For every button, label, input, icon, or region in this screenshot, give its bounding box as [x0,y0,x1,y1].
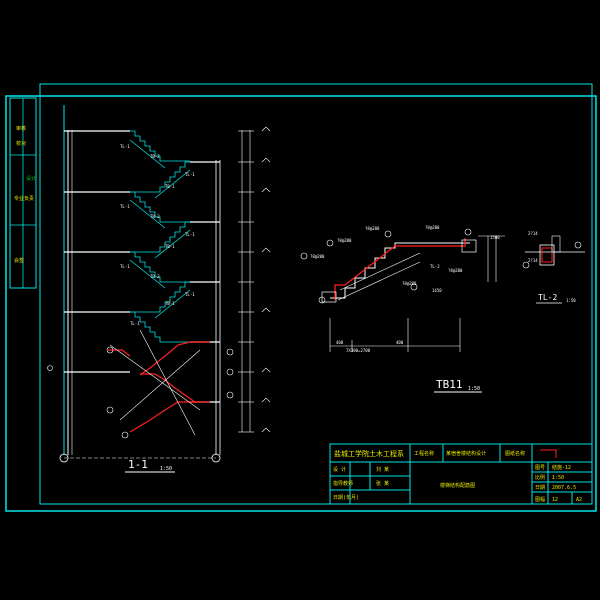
title-block-text: 盐城工学院土木工程系 工程名称 某宿舍楼结构设计 图纸名称 设 计 刘 某 指导… [333,449,582,503]
tb-row-design: 设 计 [333,466,346,473]
left-binding-strip: 审核 校对 设计 专业负责 会签 [9,97,37,289]
dim-1450: 1450 [432,288,442,293]
tb-row-check-name: 张 某 [376,480,389,487]
svg-text:TL-2: TL-2 [430,264,440,269]
strip-label-4: 专业负责 [14,195,34,202]
section-scale: 1:50 [160,466,172,472]
tb-sheet-no-label: 图号 [535,465,545,471]
tb-page-label: 图幅 [535,496,545,503]
tb-page-value: A2 [576,497,582,503]
strip-label-5: 会签 [14,257,24,264]
svg-text:TB-2: TB-2 [150,274,160,279]
svg-text:?8@200: ?8@200 [310,254,325,259]
svg-text:TL-1: TL-1 [185,172,195,177]
tb-row-design-name: 刘 某 [376,466,389,473]
dim-bottom: 7X300=2700 [346,348,371,353]
svg-text:TB-1: TB-1 [165,301,175,306]
beam-detail-tl2: 2?14 2?14 TL-2 1:50 [522,231,585,304]
dim-1500: 1500 [490,235,500,240]
strip-label-2: 校对 [16,140,26,147]
stair-plan-tb11: ?8@200 ?8@200 ?8@200 ?8@200 TL-2 ?8@200 … [300,225,505,393]
section-1-1: TL-1 TB-2 TB-1 TL-1 TL-1 TB-2 TB-1 TL-1 … [47,105,234,473]
tb-row-check: 指导教师 [333,480,353,487]
tb-sheet-no-value: 结施-12 [552,464,571,471]
strip-label-3: 设计 [26,175,36,182]
svg-text:TL-1: TL-1 [120,264,130,269]
elevation-column [238,126,271,433]
tb-school: 盐城工学院土木工程系 [334,449,404,458]
stair-plan-scale: 1:50 [468,386,480,392]
strip-label-1: 审核 [16,125,26,132]
svg-text:2?14: 2?14 [528,231,538,236]
svg-text:TL-1: TL-1 [130,321,140,326]
svg-text:?8@200: ?8@200 [448,268,463,273]
inner-frame [39,83,593,505]
tb-project-label: 工程名称 [414,450,434,457]
tb-scale-value: 1:50 [552,475,564,481]
tb-date-label: 日期 [535,485,545,491]
tb-date-value: 2007.6.5 [552,485,576,491]
tb-project-value: 某宿舍楼结构设计 [446,450,486,457]
svg-text:TL-1: TL-1 [120,204,130,209]
tb-row-date: 日期(年月) [333,494,359,501]
stair-plan-title: TB11 [436,378,463,391]
outer-frame [5,95,597,512]
section-title: 1-1 [128,458,148,471]
svg-text:?8@200: ?8@200 [402,281,417,286]
svg-text:2?14: 2?14 [528,258,538,263]
title-block [329,443,593,505]
tb-page-no: 12 [552,497,558,503]
svg-text:TB-1: TB-1 [165,184,175,189]
svg-text:TL-1: TL-1 [185,292,195,297]
beam-detail-title: TL-2 [538,293,557,302]
svg-text:?8@200: ?8@200 [365,226,380,231]
svg-text:TL-1: TL-1 [185,232,195,237]
tb-sheet-value: 楼梯结构配筋图 [440,482,475,489]
dim-left: 400 [336,340,344,345]
beam-detail-scale: 1:50 [566,298,576,303]
svg-text:TB-2: TB-2 [150,214,160,219]
svg-text:TL-1: TL-1 [120,144,130,149]
svg-text:?8@200: ?8@200 [337,238,352,243]
dim-right: 400 [396,340,404,345]
tb-scale-label: 比例 [535,474,545,481]
svg-text:TB-1: TB-1 [165,244,175,249]
tb-sheet-label: 图纸名称 [505,450,525,457]
svg-text:TB-2: TB-2 [150,154,160,159]
svg-text:?8@200: ?8@200 [425,225,440,230]
